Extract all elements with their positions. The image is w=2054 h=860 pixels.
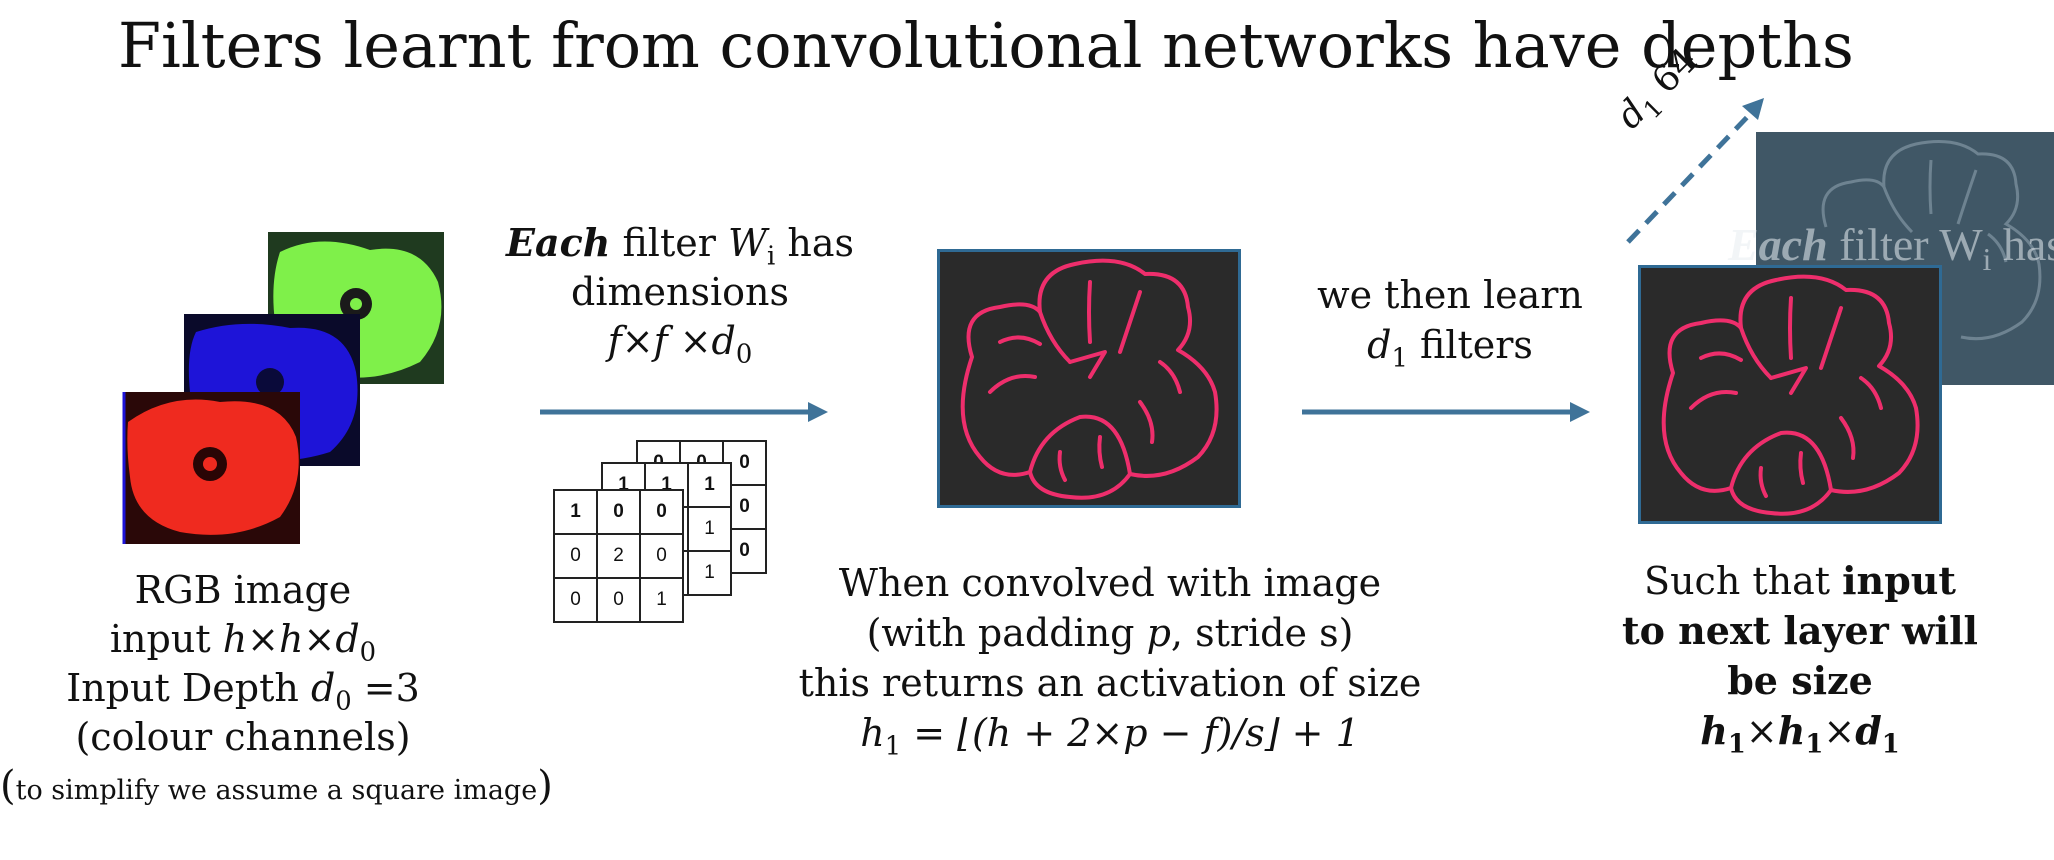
rgb-image-stack [122,232,444,544]
next-line-2: to next layer will [1622,608,1978,653]
red-channel-image [122,392,300,544]
next-line-1: Such that input [1644,558,1956,603]
next-layer-description: Such that input to next layer will be si… [1600,556,2000,760]
filter-line-2: dimensions [571,270,789,314]
arrow-1 [540,402,828,422]
flower-outline-2 [1661,274,1920,516]
conv-line-3: this returns an activation of size [798,661,1422,705]
convolution-description: When convolved with image (with padding … [790,558,1430,762]
learn-filters-text: we then learn d1 filters [1280,270,1620,374]
filter-line-1: Each filter Wi has [506,220,854,272]
rgb-line-1: RGB image [134,568,352,612]
activation-map-1 [937,249,1241,508]
conv-formula: h1 = ⌊(h + 2×p − f)/s⌋ + 1 [860,711,1360,762]
rgb-description: RGB image input h×h×d0 Input Depth d0 =3… [0,566,553,815]
rgb-line-5: (to simplify we assume a square image) [0,763,553,809]
next-line-4: h1×h1×d1 [1700,708,1900,760]
conv-line-1: When convolved with image [838,561,1382,605]
rgb-line-2: input h×h×d0 [109,617,377,668]
conv-line-2: (with padding p, stride s) [866,611,1354,655]
learn-line-2: d1 filters [1367,323,1533,374]
activation-map-2 [1638,265,1942,524]
next-line-3: be size [1727,658,1873,703]
filter-line-3: f×f ×d0 [607,319,753,370]
depth-dashed-arrow [1626,98,1764,244]
filter-description: Each filter Wi has dimensions f×f ×d0 [470,218,890,370]
ghost-filter-text: Each filter Wi has [1728,219,2054,278]
rgb-line-3: Input Depth d0 =3 [66,666,420,717]
learn-line-1: we then learn [1317,273,1583,317]
flower-outline-1 [960,258,1219,500]
ghost-flower-outline [1821,140,2042,341]
arrow-2 [1302,402,1590,422]
slide-title: Filters learnt from convolutional networ… [118,9,1854,82]
rgb-line-4: (colour channels) [75,715,411,759]
